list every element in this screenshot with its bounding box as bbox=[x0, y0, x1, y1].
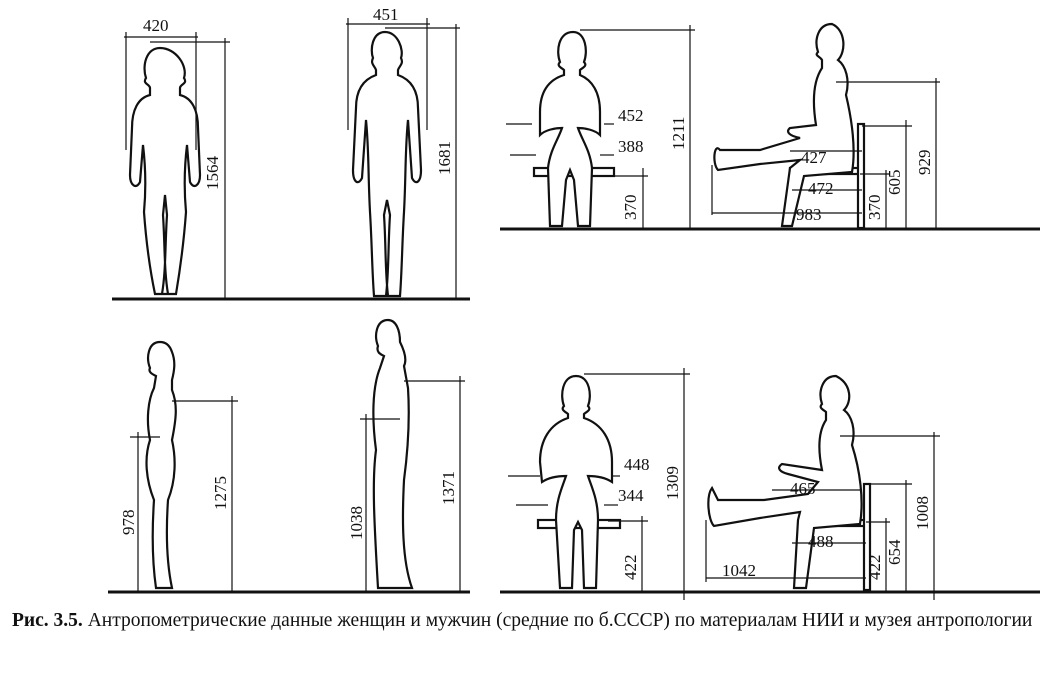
seated-woman-side-dimensions: 427 472 983 370 605 929 bbox=[711, 78, 940, 229]
dim-1309: 1309 bbox=[663, 466, 682, 500]
dim-1275: 1275 bbox=[211, 476, 230, 510]
caption-text: Антропометрические данные женщин и мужчи… bbox=[82, 610, 1033, 631]
dim-422-side: 422 bbox=[865, 555, 884, 581]
seated-woman-front-figure bbox=[532, 30, 616, 228]
anthropometric-figure: 420 1564 451 1681 452 388 370 1211 bbox=[108, 5, 1040, 600]
man-front-dimensions: 451 1681 bbox=[346, 5, 460, 299]
dim-1008: 1008 bbox=[913, 496, 932, 530]
seated-man-front-figure bbox=[536, 374, 622, 590]
man-front-figure bbox=[351, 30, 423, 298]
seated-man-side-dimensions: 465 488 1042 422 654 1008 bbox=[705, 432, 940, 600]
caption-label: Рис. 3.5. bbox=[12, 610, 83, 631]
dim-978: 978 bbox=[119, 510, 138, 536]
woman-side-figure bbox=[145, 340, 177, 590]
dim-451: 451 bbox=[373, 5, 399, 24]
dim-1211: 1211 bbox=[669, 117, 688, 150]
man-side-dimensions: 1038 1371 bbox=[347, 376, 465, 592]
seated-woman-side-figure bbox=[713, 22, 866, 230]
dim-388: 388 bbox=[618, 137, 644, 156]
dim-605: 605 bbox=[885, 170, 904, 196]
seated-woman-front-dimensions: 452 388 370 1211 bbox=[506, 25, 695, 229]
dim-420: 420 bbox=[143, 16, 169, 35]
dim-1564: 1564 bbox=[203, 156, 222, 191]
dim-344: 344 bbox=[618, 486, 644, 505]
dim-1042: 1042 bbox=[722, 561, 756, 580]
dim-929: 929 bbox=[915, 150, 934, 176]
dim-452: 452 bbox=[618, 106, 644, 125]
dim-1038: 1038 bbox=[347, 506, 366, 540]
figure-caption: Рис. 3.5. Антропометрические данные женщ… bbox=[12, 608, 1037, 633]
woman-front-figure bbox=[128, 46, 202, 296]
seated-man-front-dimensions: 448 344 422 1309 bbox=[508, 368, 690, 600]
dim-427: 427 bbox=[801, 148, 827, 167]
woman-front-dimensions: 420 1564 bbox=[124, 16, 230, 299]
dim-488: 488 bbox=[808, 532, 834, 551]
dim-472: 472 bbox=[808, 179, 834, 198]
dim-370-side: 370 bbox=[865, 195, 884, 221]
dim-654: 654 bbox=[885, 539, 904, 565]
man-side-figure bbox=[372, 318, 414, 590]
dim-422: 422 bbox=[621, 555, 640, 581]
dim-983: 983 bbox=[796, 205, 822, 224]
dim-465: 465 bbox=[790, 479, 816, 498]
dim-370: 370 bbox=[621, 195, 640, 221]
dim-1371: 1371 bbox=[439, 471, 458, 505]
dim-448: 448 bbox=[624, 455, 650, 474]
dim-1681: 1681 bbox=[435, 141, 454, 175]
woman-side-dimensions: 978 1275 bbox=[119, 396, 238, 592]
